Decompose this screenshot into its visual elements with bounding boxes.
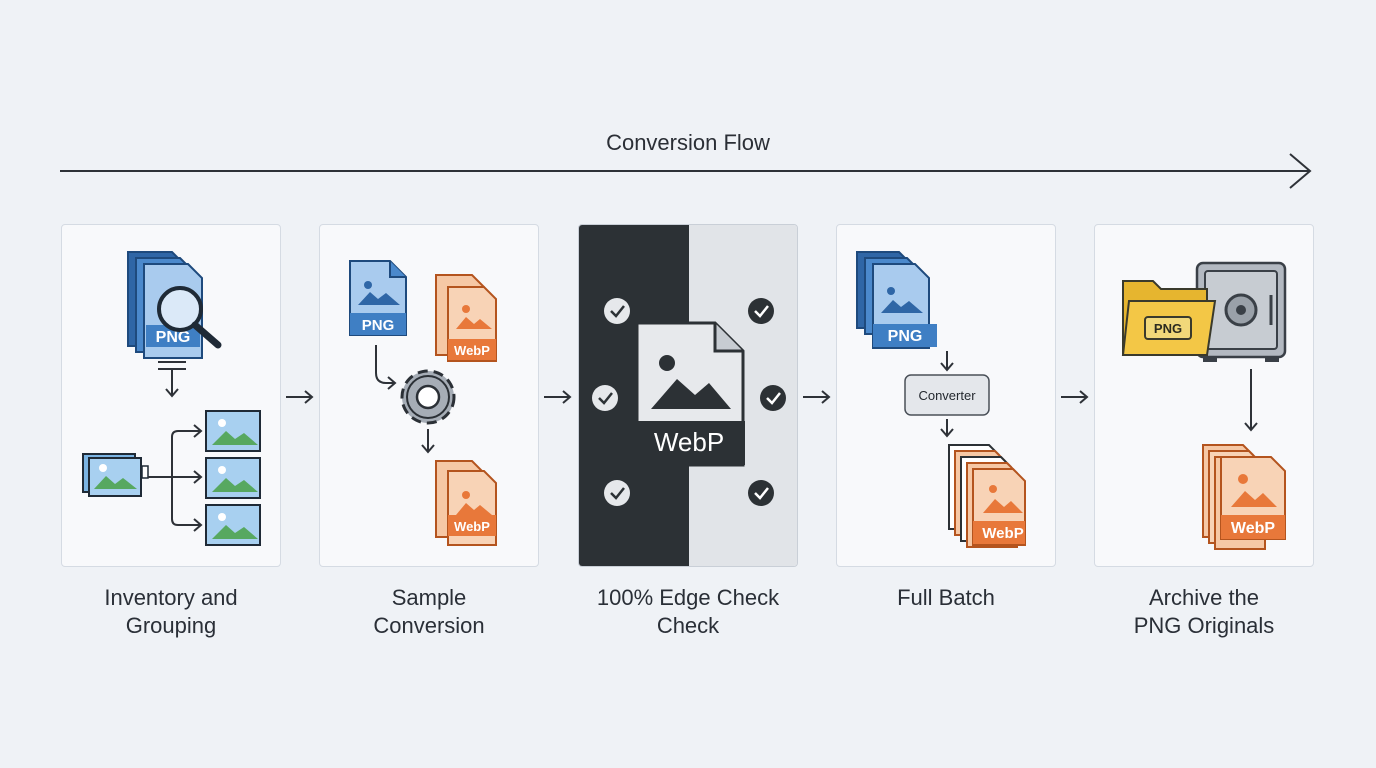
png-badge: PNG (156, 329, 191, 346)
webp-badge: WebP (454, 519, 490, 534)
flow-arrow-to-gear (375, 345, 397, 390)
converter-label: Converter (918, 388, 976, 403)
magnifier-icon (157, 286, 222, 349)
folder-icon: PNG (1121, 280, 1217, 356)
step-card-sample-conversion: PNG WebP WebP (319, 224, 539, 567)
webp-badge: WebP (1231, 520, 1275, 537)
webp-badge: WebP (982, 525, 1023, 542)
check-circle-icon-right-2 (760, 385, 786, 411)
flow-arrow-to-converter (940, 351, 954, 372)
step-card-edge-check: WebP (578, 224, 798, 567)
flow-arrow-to-archive (1244, 369, 1258, 432)
webp-badge: WebP (654, 427, 724, 457)
step-label-inventory: Inventory and Grouping (104, 585, 238, 638)
flow-arrow-to-batch (940, 419, 954, 438)
connector-arrow-1 (286, 390, 314, 404)
step-card-inventory: PNG (61, 224, 281, 567)
grouped-image-icon-2 (205, 457, 261, 499)
check-circle-icon-right-1 (748, 298, 774, 324)
png-file-icon: PNG (349, 260, 407, 336)
grouped-image-icon-1 (205, 410, 261, 452)
webp-sample-icon-bottom: WebP (435, 460, 497, 546)
connector-arrow-4 (1061, 390, 1089, 404)
step-label-full-batch: Full Batch (897, 585, 995, 610)
check-circle-icon-left-1 (604, 298, 630, 324)
webp-badge: WebP (454, 343, 490, 358)
webp-sample-icon-top: WebP (435, 274, 497, 362)
check-circle-icon-left-3 (604, 480, 630, 506)
flow-title: Conversion Flow (606, 130, 770, 155)
connector-arrow-2 (544, 390, 572, 404)
flow-arrow-to-output (421, 429, 435, 454)
webp-stack-icon: WebP (948, 444, 1026, 548)
step-label-archive: Archive the PNG Originals (1133, 585, 1275, 638)
gear-icon (400, 369, 456, 425)
webp-large-file-icon: WebP (633, 321, 745, 467)
split-arrow-icon (158, 361, 186, 398)
check-circle-icon-left-2 (592, 385, 618, 411)
source-image-icon (82, 453, 149, 497)
step-card-full-batch: PNG Converter WebP (836, 224, 1056, 567)
png-stack-icon: PNG (856, 251, 937, 349)
check-circle-icon-right-3 (748, 480, 774, 506)
step-label-edge-check: 100% Edge Check Check (596, 585, 780, 638)
group-branch-arrows (148, 424, 203, 532)
png-badge: PNG (1154, 321, 1182, 336)
safe-icon (1195, 261, 1287, 362)
png-badge: PNG (362, 317, 395, 334)
flow-arrow (60, 153, 1312, 189)
png-badge: PNG (888, 328, 923, 345)
step-label-sample-conversion: Sample Conversion (373, 585, 485, 638)
converter-box: Converter (904, 374, 990, 416)
webp-stack-icon: WebP (1202, 444, 1286, 550)
connector-arrow-3 (803, 390, 831, 404)
step-card-archive: PNG WebP (1094, 224, 1314, 567)
grouped-image-icon-3 (205, 504, 261, 546)
